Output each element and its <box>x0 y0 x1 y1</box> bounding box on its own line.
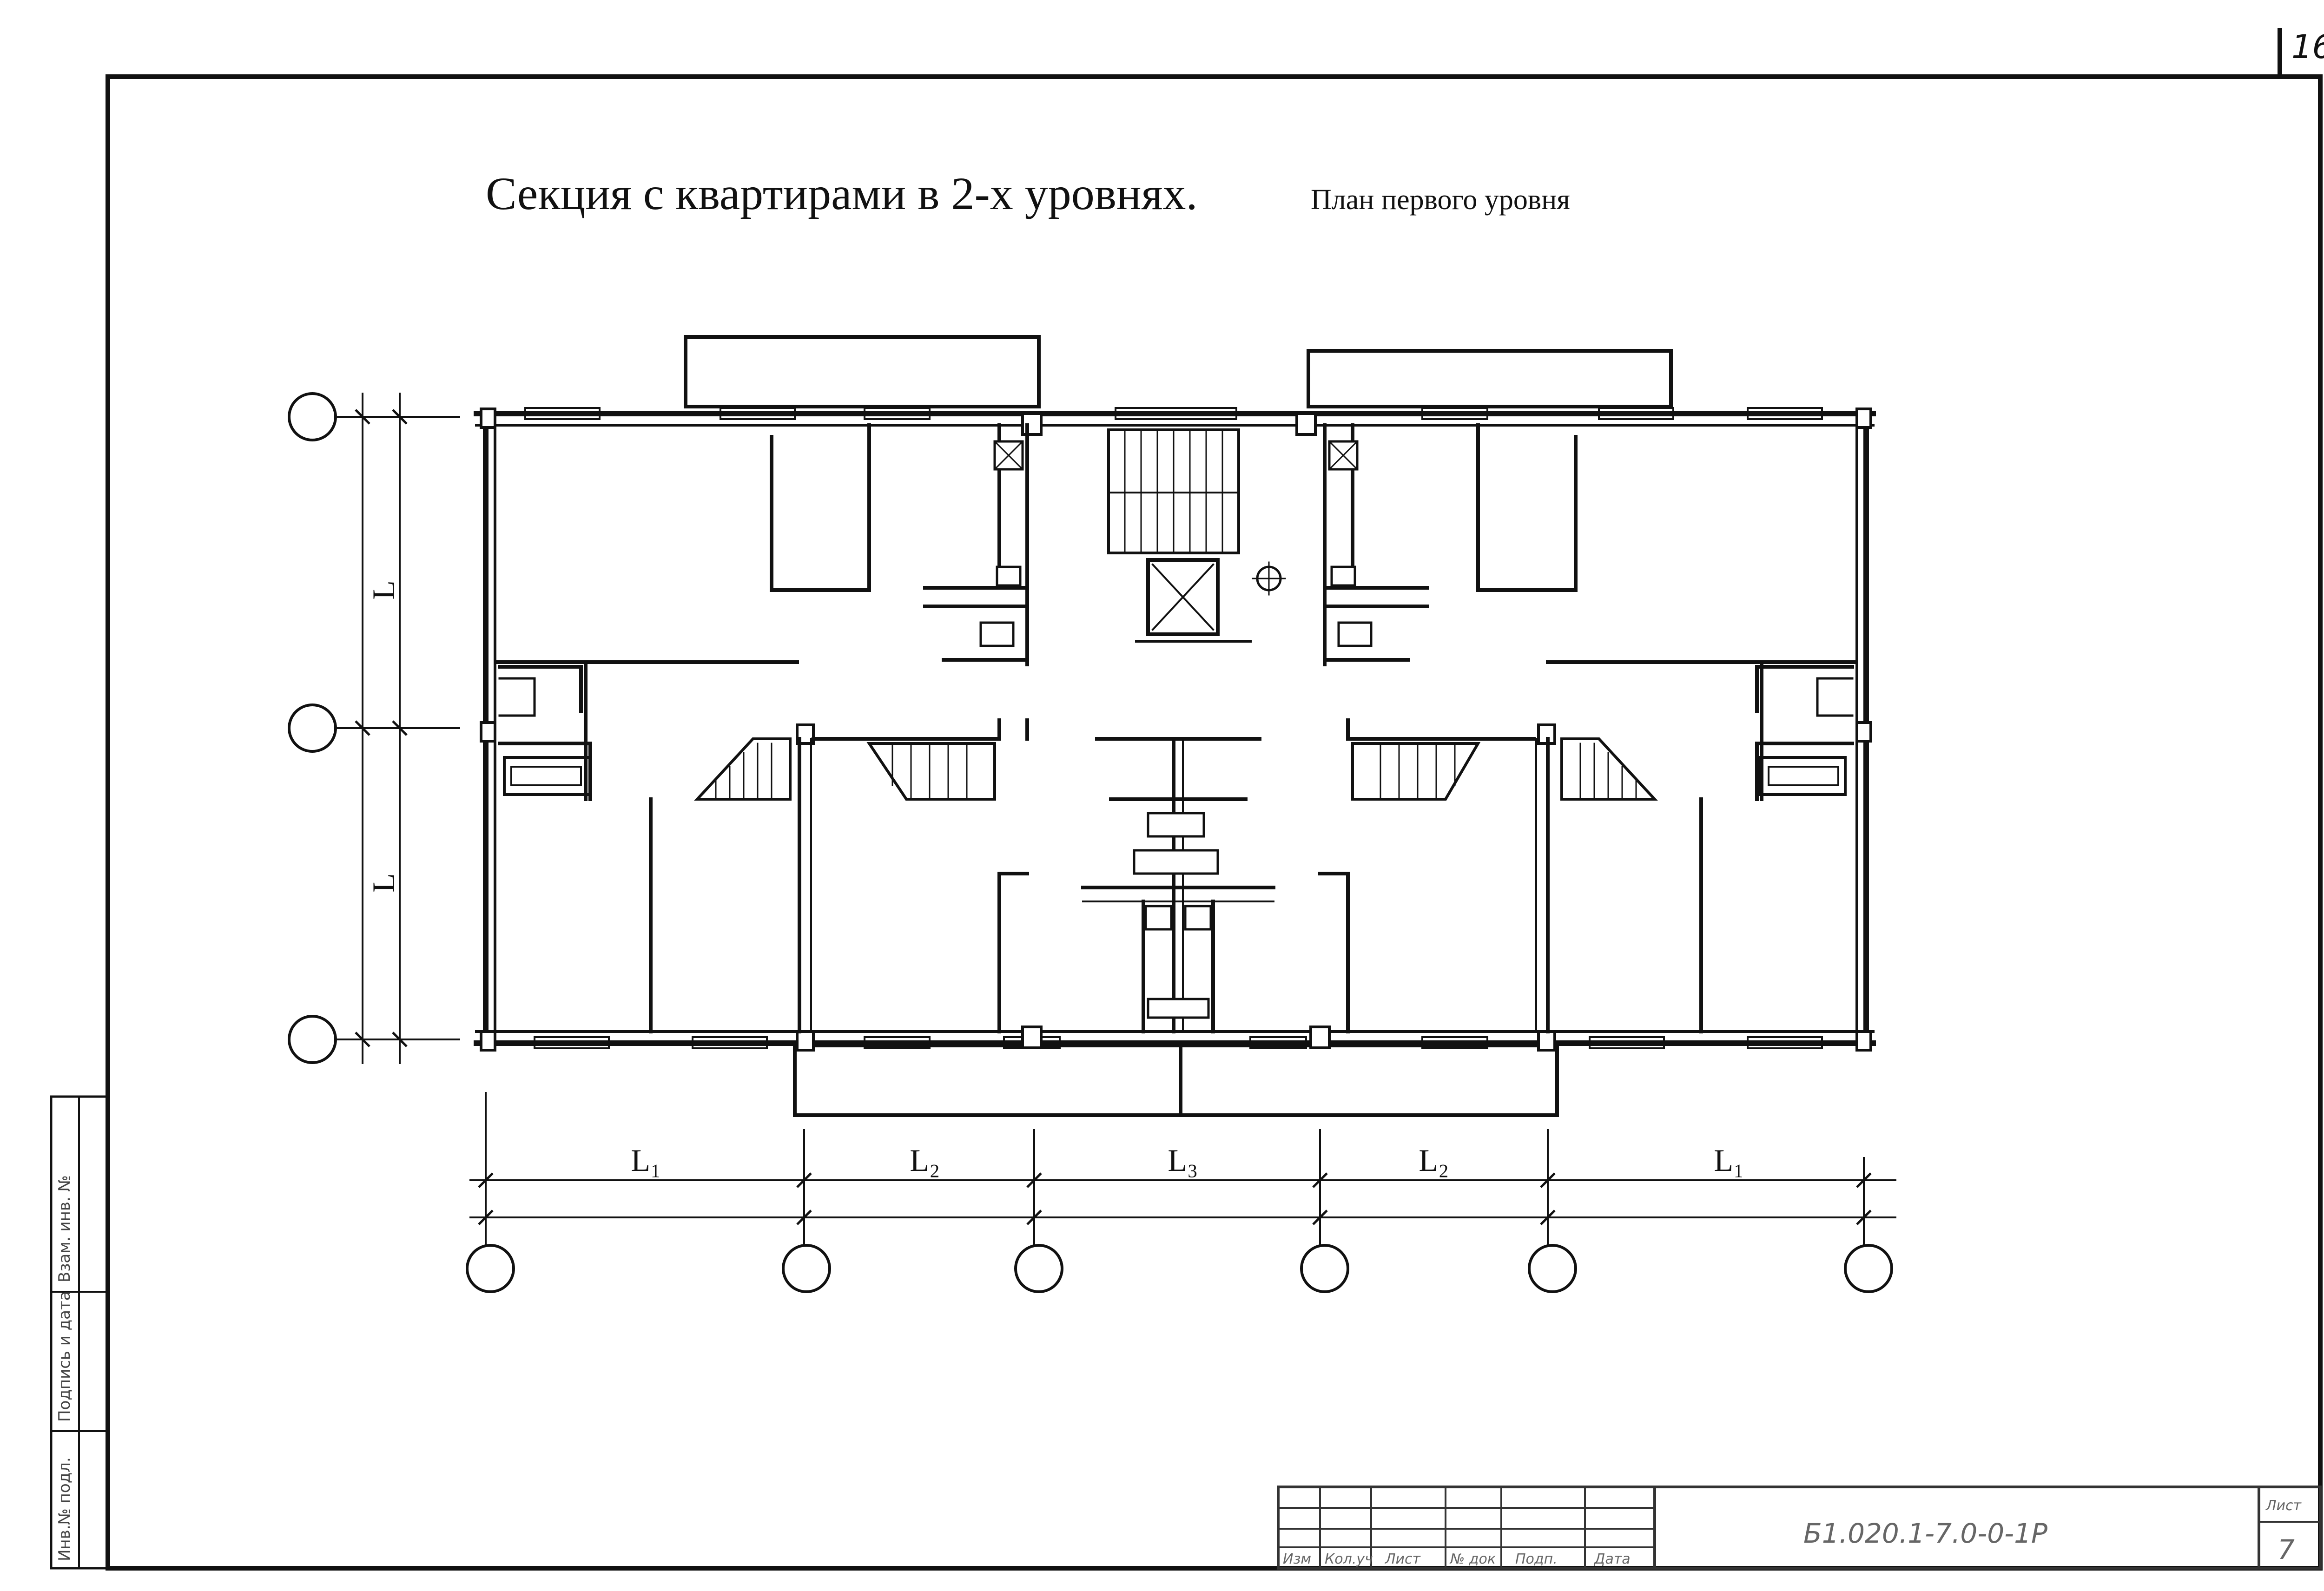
stamp-code: Б1.020.1-7.0-0-1Р <box>1803 1518 2047 1549</box>
axis-marker-row-2 <box>288 703 337 753</box>
side-label-inv: Инв.№ подл. <box>55 1457 74 1561</box>
balcony-top-left <box>684 335 1041 408</box>
dim-label-horizontal-3: L₃ <box>1168 1143 1198 1178</box>
title-block <box>1277 1486 2322 1570</box>
side-label-sign: Подпись и дата <box>55 1291 74 1422</box>
dim-label-horizontal-1: L₁ <box>631 1143 661 1178</box>
axis-marker-col-1 <box>466 1244 515 1293</box>
stamp-header-date: Дата <box>1593 1551 1631 1567</box>
dim-label-horizontal-4: L₂ <box>1419 1143 1449 1178</box>
loggia-bottom <box>793 1044 1559 1117</box>
dim-label-vertical-1: L <box>366 580 401 600</box>
balcony-top-right <box>1307 349 1673 408</box>
axis-marker-col-3 <box>1014 1244 1063 1293</box>
dim-label-horizontal-2: L₂ <box>910 1143 940 1178</box>
dim-label-horizontal-5: L₁ <box>1714 1143 1744 1178</box>
side-strip: Инв.№ подл. Подпись и дата Взам. инв. № <box>50 1095 109 1570</box>
stamp-header-izm: Изм <box>1283 1551 1311 1567</box>
axis-marker-row-1 <box>288 392 337 441</box>
drawing-title: Секция с квартирами в 2-х уровнях. <box>486 168 1198 219</box>
axis-marker-col-2 <box>782 1244 831 1293</box>
elevator <box>1146 558 1220 636</box>
floor-plan <box>474 335 1876 1117</box>
stamp-header-list: Лист <box>1385 1551 1421 1567</box>
side-label-replace: Взам. инв. № <box>55 1175 74 1282</box>
dim-label-vertical-2: L <box>366 873 401 893</box>
drawing-frame <box>106 74 2323 1571</box>
stamp-header-sign: Подп. <box>1515 1551 1558 1567</box>
axis-marker-col-6 <box>1844 1244 1893 1293</box>
axis-marker-col-4 <box>1300 1244 1349 1293</box>
axis-marker-col-5 <box>1528 1244 1577 1293</box>
stamp-header-kol: Кол.уч <box>1325 1551 1373 1567</box>
axis-marker-row-3 <box>288 1015 337 1064</box>
page-number: 16 <box>2291 28 2324 66</box>
stamp-sheet-number: 7 <box>2278 1534 2295 1565</box>
stamp-sheet-label: Лист <box>2265 1498 2302 1514</box>
drawing-subtitle: План первого уровня <box>1311 184 1570 216</box>
axis-system <box>288 392 1896 1293</box>
stamp-header-doc: № док <box>1449 1551 1496 1567</box>
